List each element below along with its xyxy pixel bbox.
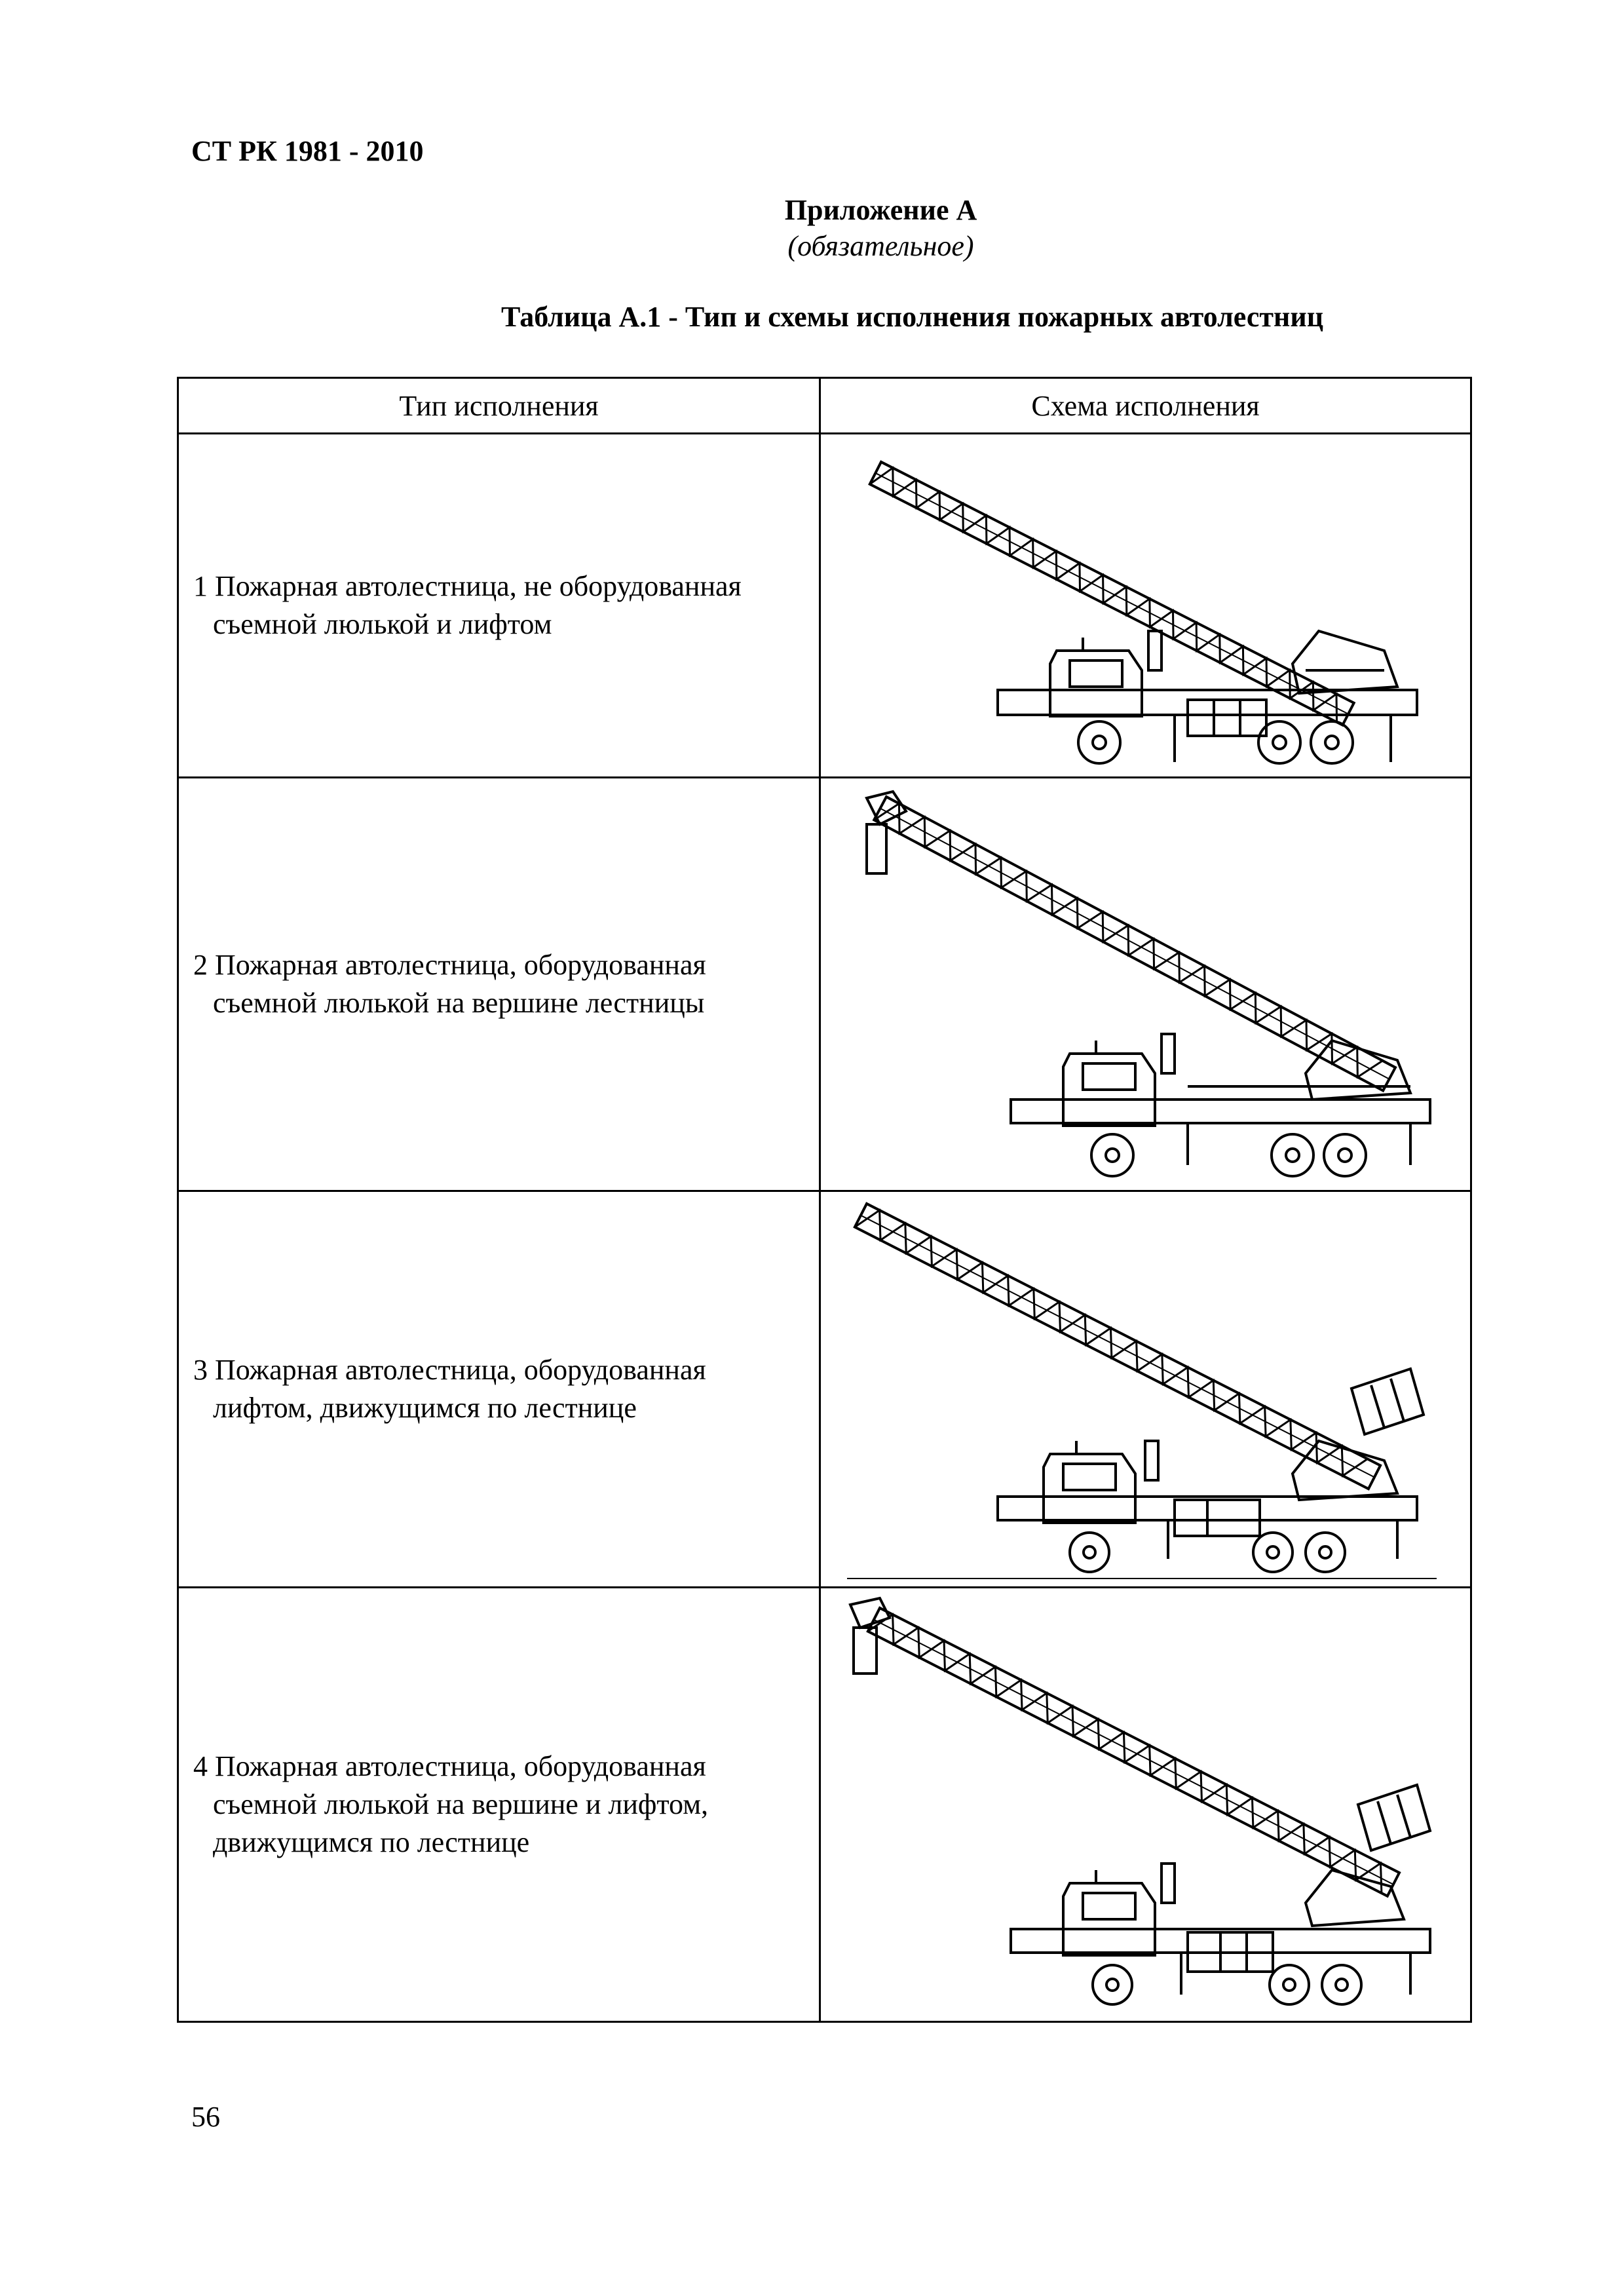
ladder-truck-cradle-figure: [865, 790, 1432, 1177]
ladder-truck-no-cradle-no-lift-figure: [868, 460, 1419, 765]
appendix-title: Приложение А: [784, 194, 977, 226]
column-header-type: Тип исполнения: [176, 377, 821, 434]
appendix-heading: Приложение А (обязательное): [0, 193, 1624, 263]
table-row: 2 Пожарная автолестница, оборудованная с…: [176, 776, 1472, 1192]
type-line2: лифтом, движущимся по лестнице: [213, 1392, 637, 1424]
page-number: 56: [191, 2101, 220, 2133]
table-header-row: Тип исполнения Схема исполнения: [176, 377, 1472, 434]
type-line1: 1 Пожарная автолестница, не оборудованна…: [193, 570, 742, 602]
scheme-cell: [819, 776, 1472, 1192]
ladder-types-table: Тип исполнения Схема исполнения 1 Пожарн…: [176, 377, 1472, 2023]
scheme-cell: [819, 1586, 1472, 2023]
type-cell: 2 Пожарная автолестница, оборудованная с…: [176, 776, 821, 1192]
type-line3: движущимся по лестнице: [213, 1826, 530, 1858]
type-cell: 3 Пожарная автолестница, оборудованная л…: [176, 1190, 821, 1588]
type-line2: съемной люлькой и лифтом: [213, 608, 552, 640]
type-line1: 4 Пожарная автолестница, оборудованная: [193, 1750, 706, 1782]
table-row: 3 Пожарная автолестница, оборудованная л…: [176, 1190, 1472, 1588]
type-line1: 2 Пожарная автолестница, оборудованная: [193, 949, 706, 981]
document-code: СТ РК 1981 - 2010: [191, 135, 424, 167]
scheme-cell: [819, 432, 1472, 778]
ladder-truck-lift-figure: [847, 1202, 1437, 1579]
type-line2: съемной люлькой на вершине лестницы: [213, 987, 705, 1019]
table-row: 1 Пожарная автолестница, не оборудованна…: [176, 432, 1472, 778]
type-cell: 1 Пожарная автолестница, не оборудованна…: [176, 432, 821, 778]
appendix-subtitle: (обязательное): [787, 230, 974, 262]
table-row: 4 Пожарная автолестница, оборудованная с…: [176, 1586, 1472, 2023]
column-header-scheme: Схема исполнения: [819, 377, 1472, 434]
scheme-cell: [819, 1190, 1472, 1588]
table-caption-text: Таблица А.1 - Тип и схемы исполнения пож…: [500, 301, 1324, 333]
type-line1: 3 Пожарная автолестница, оборудованная: [193, 1354, 706, 1386]
type-line2: съемной люлькой на вершине и лифтом,: [213, 1788, 709, 1820]
type-cell: 4 Пожарная автолестница, оборудованная с…: [176, 1586, 821, 2023]
table-caption: Таблица А.1 - Тип и схемы исполнения пож…: [0, 300, 1624, 334]
ladder-truck-cradle-lift-figure: [848, 1596, 1432, 2006]
